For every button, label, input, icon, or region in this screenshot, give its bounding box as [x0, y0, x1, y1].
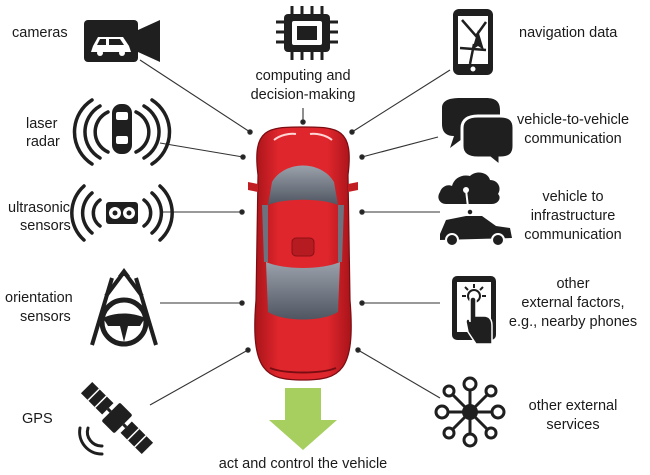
car-top-view [248, 126, 358, 381]
label-laser-line2: radar [26, 134, 60, 150]
connector-dot [300, 119, 306, 125]
connector-laser [159, 142, 244, 158]
label-ultrasonic-line2: sensors [20, 218, 71, 234]
label-laser-line1: laser [26, 116, 58, 132]
ultrasonic-sensor-icon [70, 184, 174, 242]
label-other-line1: other [556, 276, 589, 292]
car-mirror-left [248, 182, 258, 192]
connector-dot [247, 129, 253, 135]
car-headlight-left [273, 132, 297, 141]
connector-services [357, 349, 441, 399]
label-v2v-line1: vehicle-to-vehicle [517, 112, 629, 128]
connector-dot [239, 300, 245, 306]
speech-bubbles-icon [442, 98, 516, 170]
connector-v2v [361, 136, 439, 158]
car-radar-waves-icon [72, 98, 172, 166]
label-v2i-line3: communication [524, 227, 622, 243]
label-v2i-line2: infrastructure [531, 208, 616, 224]
steering-wheel-icon [90, 268, 158, 347]
connector-dot [359, 154, 365, 160]
car-rear-window [266, 262, 340, 320]
smartphone-map-icon [453, 9, 493, 75]
label-gps: GPS [22, 411, 53, 427]
video-camera-car-icon [84, 20, 160, 62]
label-cameras: cameras [12, 25, 68, 41]
connector-dot [240, 154, 246, 160]
connector-cameras [139, 59, 251, 133]
label-services-line2: services [546, 417, 599, 433]
label-computing-line1: computing and [255, 68, 350, 84]
label-v2v-line2: communication [524, 131, 622, 147]
label-other-line3: e.g., nearby phones [509, 314, 637, 330]
connector-dot [245, 347, 251, 353]
label-other-line2: external factors, [521, 295, 624, 311]
label-services-line1: other external [529, 398, 618, 414]
cloud-car-icon [438, 172, 512, 247]
car-mirror-right [348, 182, 358, 192]
car-sunroof [291, 237, 315, 257]
car-side-window-right [338, 205, 344, 262]
connector-dot [359, 209, 365, 215]
car-headlight-right [309, 132, 333, 141]
connector-dot [349, 129, 355, 135]
connector-lines [139, 59, 451, 406]
act-arrow [269, 388, 337, 450]
network-hub-icon [434, 376, 506, 448]
connector-gps [149, 349, 249, 406]
connector-navigation [351, 69, 451, 133]
label-ultrasonic-line1: ultrasonic [8, 200, 70, 216]
connector-dot [359, 300, 365, 306]
connector-dot [239, 209, 245, 215]
label-computing-line2: decision-making [251, 87, 356, 103]
car-side-window-left [262, 205, 268, 262]
phone-touch-icon [452, 276, 496, 345]
car-windshield [268, 165, 338, 205]
label-navigation: navigation data [519, 25, 618, 41]
connector-dot [355, 347, 361, 353]
car-rear-bumper [269, 367, 337, 374]
satellite-signal-waves [78, 426, 104, 456]
label-v2i-line1: vehicle to [542, 189, 603, 205]
label-act-control: act and control the vehicle [219, 456, 387, 472]
cpu-chip-icon [276, 6, 338, 60]
label-orientation-line1: orientation [5, 290, 73, 306]
label-orientation-line2: sensors [20, 309, 71, 325]
satellite-icon [80, 381, 154, 455]
